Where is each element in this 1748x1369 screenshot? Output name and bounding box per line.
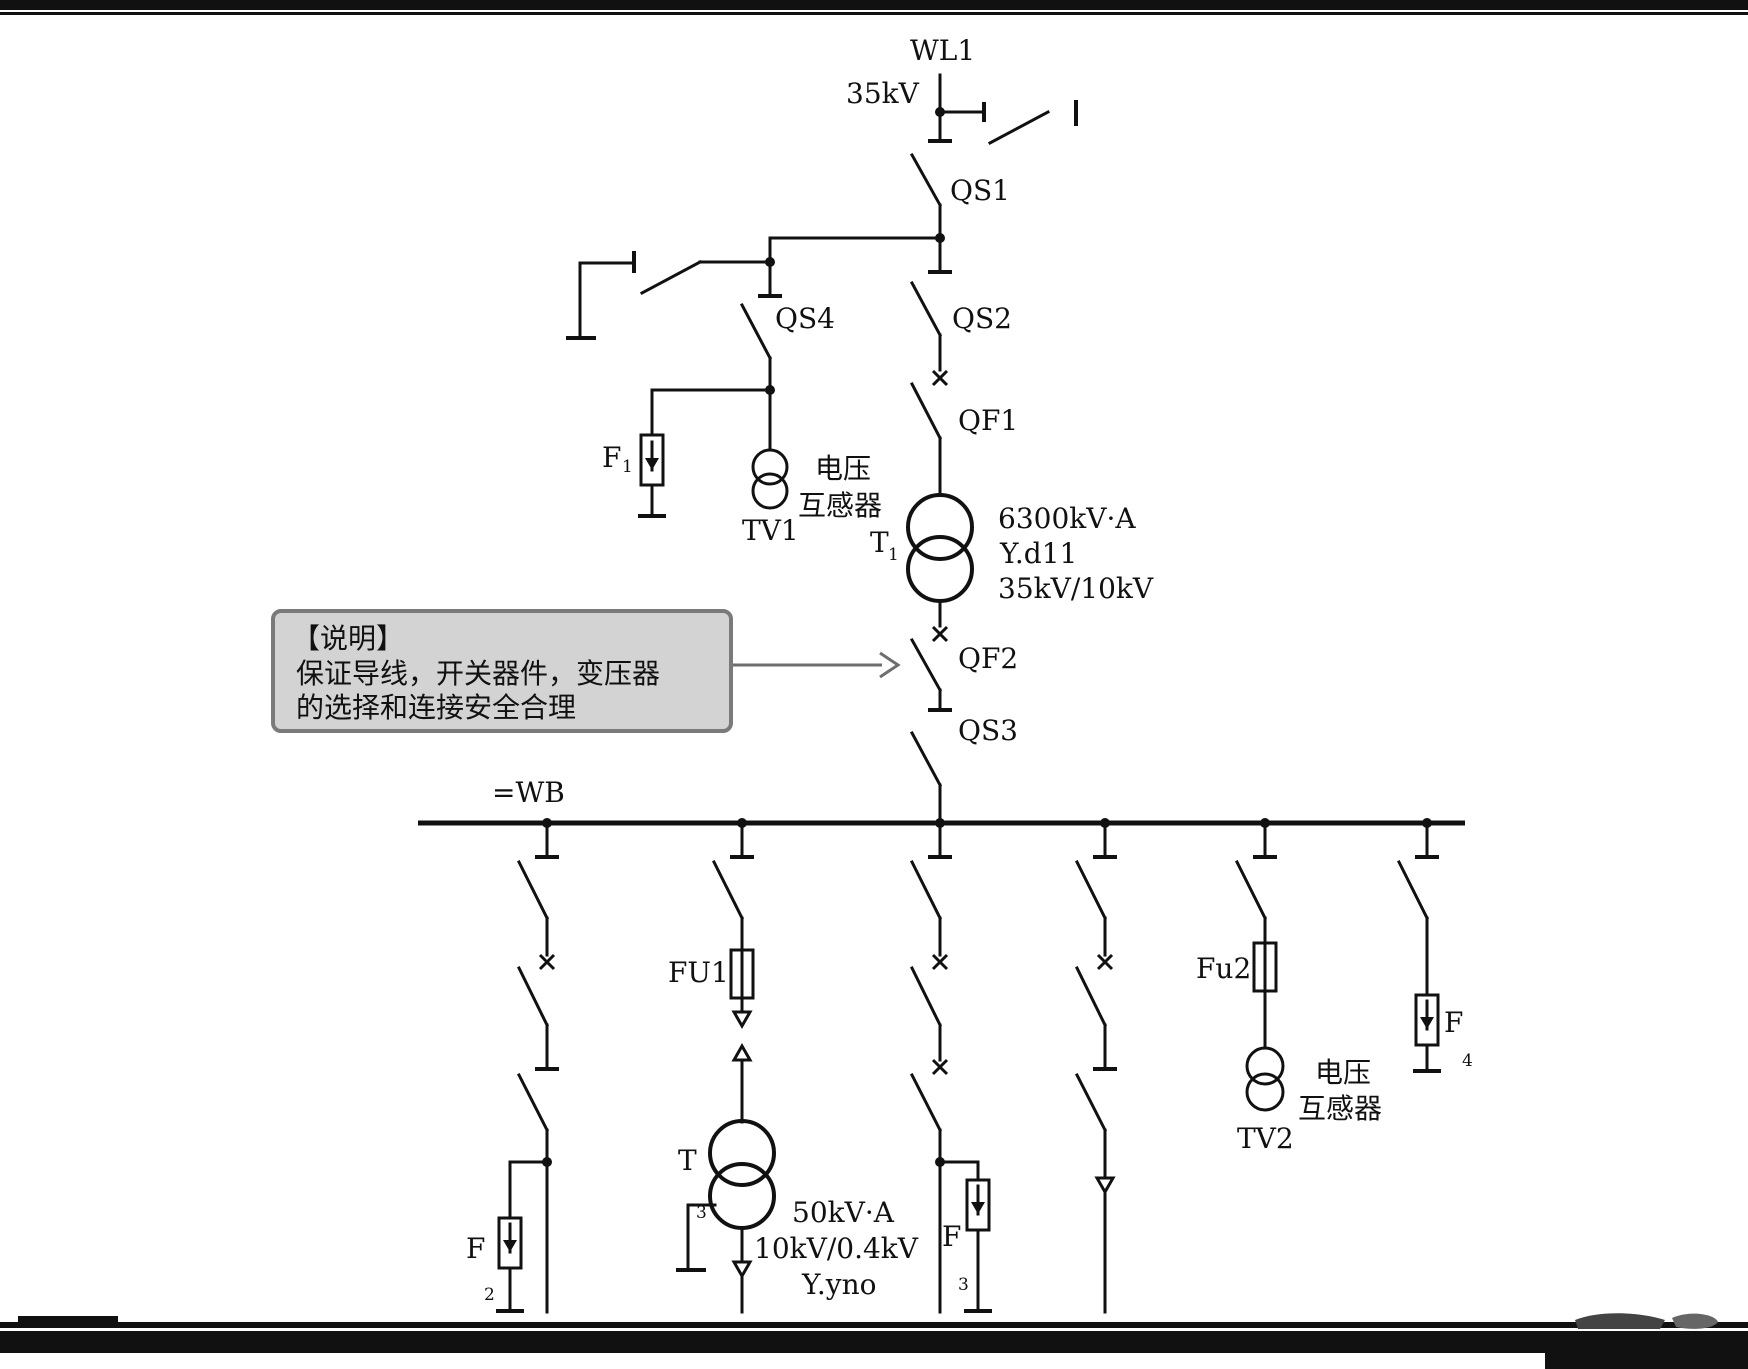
label-t: T xyxy=(678,1144,697,1177)
switch-qs2 xyxy=(909,280,949,387)
power-transformer-t xyxy=(676,1119,776,1314)
label-t-sub: 3 xyxy=(696,1203,707,1223)
label-f1-sub: 1 xyxy=(622,457,633,477)
label-qf2: QF2 xyxy=(958,642,1018,675)
note-line-1: 保证导线，开关器件，变压器 xyxy=(296,657,660,690)
note-title: 【说明】 xyxy=(292,622,404,655)
label-f3-sub: 3 xyxy=(958,1275,969,1295)
label-f2-sub: 2 xyxy=(484,1285,495,1305)
feeder-4 xyxy=(1074,818,1117,1314)
feeder-5 xyxy=(1234,818,1277,945)
fuse-fu2 xyxy=(1252,941,1278,1050)
label-tv2: TV2 xyxy=(1237,1122,1294,1155)
label-t-spec-1: 50kV·A xyxy=(792,1196,895,1229)
circuit-breaker-qf2 xyxy=(909,625,952,712)
label-f1: F xyxy=(602,441,621,474)
voltage-transformer-tv2 xyxy=(1245,1046,1285,1112)
earthing-branch xyxy=(566,251,782,340)
label-t1-spec-1: 6300kV·A xyxy=(998,502,1136,535)
circuit-breaker-qf1 xyxy=(909,381,943,497)
label-wl1: WL1 xyxy=(910,34,975,67)
switch-qs4 xyxy=(739,302,773,392)
fuse-fu1 xyxy=(729,948,755,1124)
label-tv1: TV1 xyxy=(742,514,799,547)
label-qs4: QS4 xyxy=(775,302,835,335)
label-35kv: 35kV xyxy=(846,77,920,110)
label-qs1: QS1 xyxy=(950,174,1010,207)
label-f4-sub: 4 xyxy=(1462,1051,1473,1071)
label-fu2: Fu2 xyxy=(1196,952,1251,985)
label-pt1-line1: 电压 xyxy=(815,452,871,485)
feeder-6 xyxy=(1396,818,1441,1073)
label-t1-sub: 1 xyxy=(888,545,899,565)
note-arrow xyxy=(733,651,901,679)
label-pt2-line1: 电压 xyxy=(1315,1056,1371,1089)
label-pt2-line2: 互感器 xyxy=(1298,1092,1382,1125)
label-f3: F xyxy=(942,1220,961,1253)
note-line-2: 的选择和连接安全合理 xyxy=(296,691,576,724)
label-fu1: FU1 xyxy=(668,956,729,989)
label-t-spec-3: Y.yno xyxy=(801,1268,876,1301)
feeder-3 xyxy=(909,818,992,1314)
switch-qs3 xyxy=(909,730,943,825)
label-qs2: QS2 xyxy=(952,302,1012,335)
label-t1-spec-2: Y.d11 xyxy=(999,537,1077,570)
label-t1: T xyxy=(870,526,889,559)
label-qf1: QF1 xyxy=(958,404,1018,437)
label-t-spec-2: 10kV/0.4kV xyxy=(754,1232,919,1265)
switch-qs1 xyxy=(909,152,943,240)
surge-arrester-f1 xyxy=(638,388,666,518)
label-busbar: =WB xyxy=(492,776,565,809)
feeder-1 xyxy=(496,818,559,1314)
label-t1-spec-3: 35kV/10kV xyxy=(998,572,1154,605)
incoming-line xyxy=(928,73,1078,146)
power-transformer-t1 xyxy=(906,493,974,628)
corner-logo xyxy=(1575,1313,1718,1329)
voltage-transformer-tv1 xyxy=(751,448,789,510)
label-pt1-line2: 互感器 xyxy=(798,489,882,522)
note-box: 【说明】 保证导线，开关器件，变压器 的选择和连接安全合理 xyxy=(271,609,733,733)
label-f4: F xyxy=(1444,1006,1463,1039)
label-qs3: QS3 xyxy=(958,714,1018,747)
label-f2: F xyxy=(466,1232,485,1265)
feeder-2 xyxy=(711,818,754,952)
